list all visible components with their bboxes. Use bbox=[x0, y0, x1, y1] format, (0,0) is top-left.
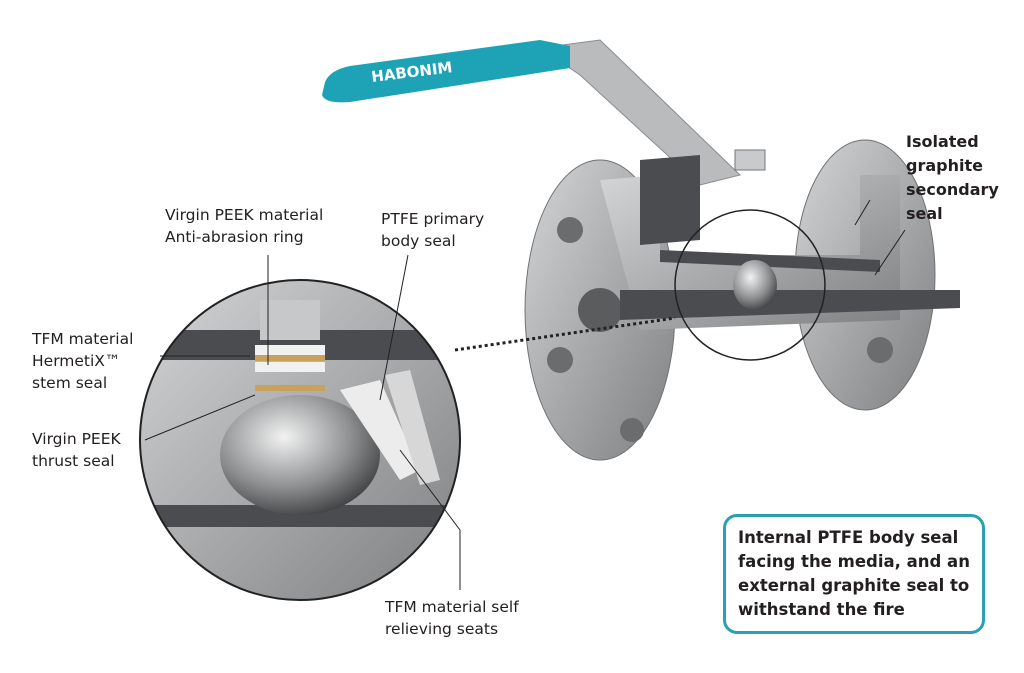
handle: HABONIM bbox=[322, 39, 741, 186]
label-peek-thrust: Virgin PEEK thrust seal bbox=[32, 428, 121, 472]
label-graphite-secondary: Isolated graphite secondary seal bbox=[906, 130, 999, 226]
detail-circle-large bbox=[139, 279, 461, 601]
callout-line: facing the media, and an bbox=[738, 552, 970, 571]
magnified-detail bbox=[140, 280, 460, 600]
label-tfm-seats: TFM material self relieving seats bbox=[385, 596, 519, 640]
handle-grip bbox=[322, 40, 570, 103]
detail-circle-small bbox=[674, 209, 826, 361]
label-line: PTFE primary bbox=[381, 210, 485, 228]
callout-line: Internal PTFE body seal bbox=[738, 528, 959, 547]
callout-line: external graphite seal to bbox=[738, 576, 970, 595]
leader-lines bbox=[144, 199, 906, 590]
label-line: relieving seats bbox=[385, 620, 499, 638]
valve-body bbox=[524, 139, 960, 461]
label-line: TFM material bbox=[32, 330, 134, 348]
label-line: HermetiX™ bbox=[32, 352, 121, 370]
label-line: Isolated bbox=[906, 132, 979, 151]
label-line: Virgin PEEK material bbox=[165, 206, 324, 224]
label-line: graphite bbox=[906, 156, 983, 175]
label-line: Virgin PEEK bbox=[32, 430, 121, 448]
label-ptfe-primary: PTFE primary body seal bbox=[381, 208, 484, 252]
label-tfm-stem: TFM material HermetiX™ stem seal bbox=[32, 328, 133, 394]
label-line: seal bbox=[906, 204, 943, 223]
label-line: thrust seal bbox=[32, 452, 115, 470]
detail-connector bbox=[454, 316, 676, 352]
label-peek-ring: Virgin PEEK material Anti-abrasion ring bbox=[165, 204, 323, 248]
label-line: body seal bbox=[381, 232, 456, 250]
callout-line: withstand the fire bbox=[738, 600, 905, 619]
callout-box: Internal PTFE body seal facing the media… bbox=[723, 514, 985, 634]
label-line: secondary bbox=[906, 180, 999, 199]
label-line: TFM material self bbox=[385, 598, 519, 616]
label-line: Anti-abrasion ring bbox=[165, 228, 304, 246]
label-line: stem seal bbox=[32, 374, 108, 392]
